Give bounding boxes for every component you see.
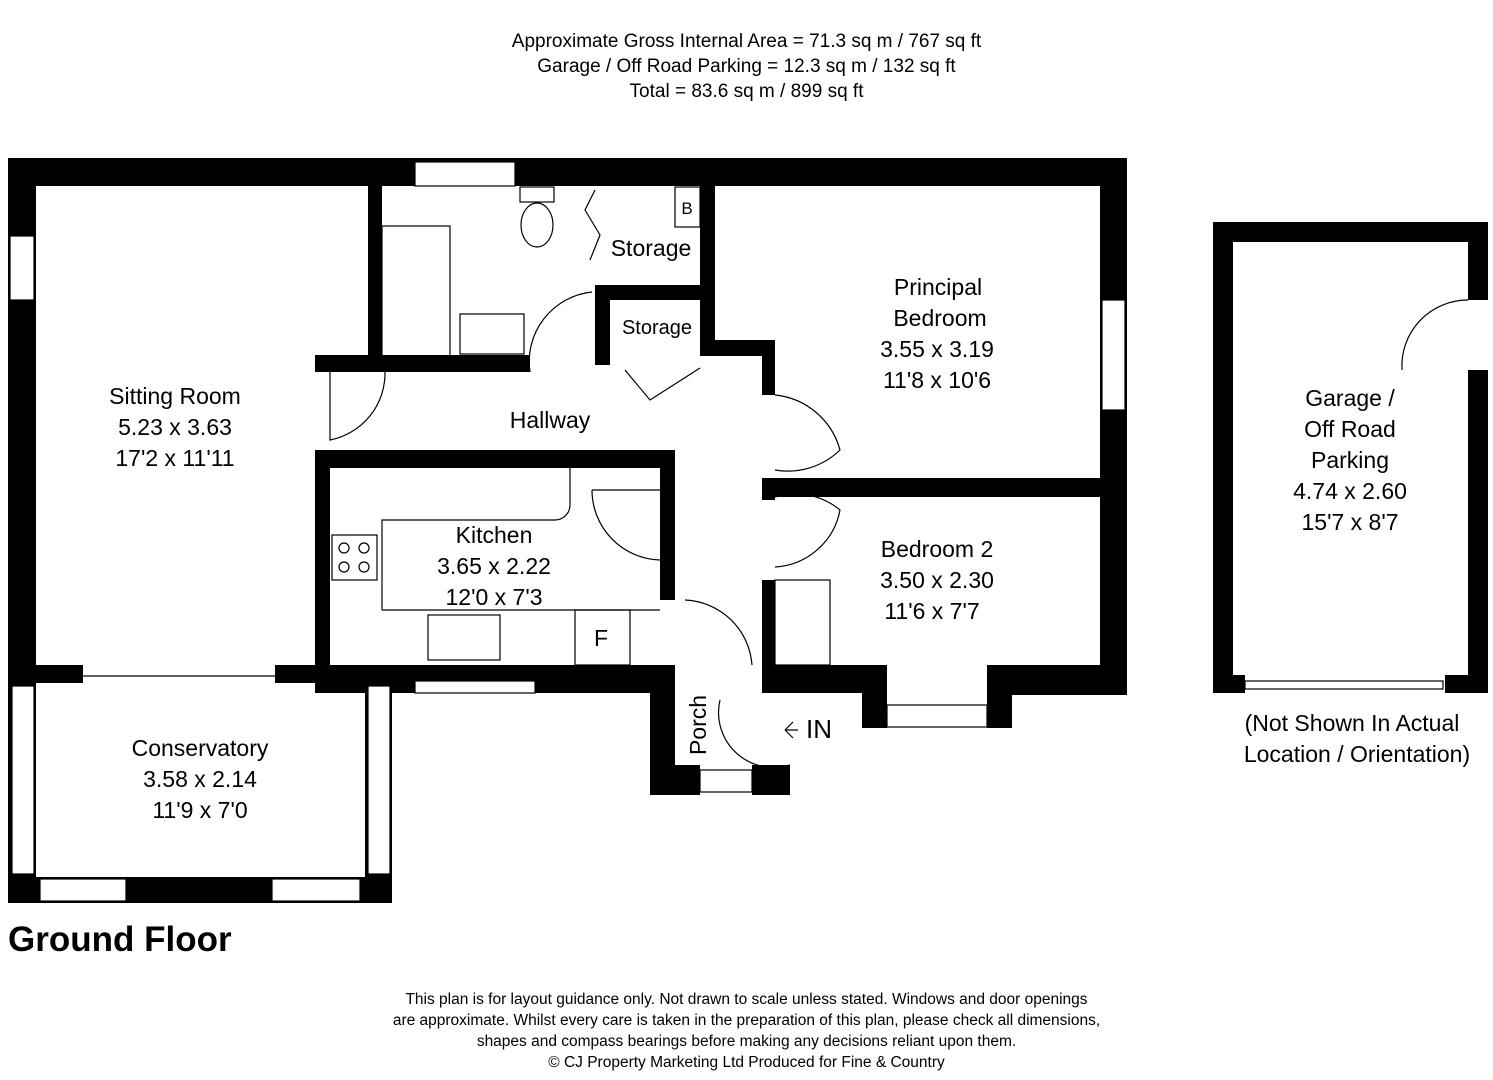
principal-bedroom-imperial: 11'8 x 10'6	[883, 367, 991, 393]
disclaimer-line: are approximate. Whilst every care is ta…	[392, 1012, 1101, 1029]
basin-icon	[459, 313, 525, 355]
entry-arrow-icon	[784, 721, 798, 739]
garage-note-2: Location / Orientation)	[1244, 741, 1470, 767]
garage-label-2: Off Road	[1304, 416, 1396, 442]
sitting-room-label: Sitting Room	[109, 383, 241, 409]
hallway-label: Hallway	[510, 407, 591, 433]
gross-area: Approximate Gross Internal Area = 71.3 s…	[511, 31, 982, 52]
garage-label-3: Parking	[1311, 447, 1389, 473]
conservatory-metric: 3.58 x 2.14	[143, 766, 257, 792]
toilet-icon	[520, 202, 554, 248]
total-area: Total = 83.6 sq m / 899 sq ft	[629, 81, 864, 102]
kitchen-label: Kitchen	[456, 522, 533, 548]
bedroom-2-metric: 3.50 x 2.30	[880, 567, 994, 593]
garage-note: (Not Shown In Actual	[1245, 710, 1460, 736]
porch-label: Porch	[685, 695, 711, 755]
entrance-label: IN	[806, 714, 832, 744]
sitting-room-imperial: 17'2 x 11'11	[115, 445, 234, 471]
fridge-label: F	[594, 625, 608, 651]
garage-metric: 4.74 x 2.60	[1293, 478, 1407, 504]
principal-bedroom-metric: 3.55 x 3.19	[880, 336, 994, 362]
disclaimer-line: shapes and compass bearings before makin…	[476, 1033, 1017, 1050]
kitchen-metric: 3.65 x 2.22	[437, 553, 551, 579]
sink-icon	[427, 614, 501, 661]
floor-label: Ground Floor	[8, 920, 232, 959]
doors	[329, 189, 1469, 769]
fixtures	[331, 186, 831, 666]
windows	[9, 161, 1444, 902]
garage-imperial: 15'7 x 8'7	[1301, 509, 1398, 535]
sitting-room-metric: 5.23 x 3.63	[118, 414, 232, 440]
storage-label: Storage	[611, 235, 692, 261]
conservatory-imperial: 11'9 x 7'0	[152, 797, 247, 823]
kitchen-imperial: 12'0 x 7'3	[445, 584, 542, 610]
disclaimer: This plan is for layout guidance only. N…	[0, 989, 1493, 1073]
bedroom-2-imperial: 11'6 x 7'7	[884, 598, 979, 624]
storage-label-2: Storage	[622, 317, 692, 339]
shower-tray	[381, 225, 451, 357]
garage-area: Garage / Off Road Parking = 12.3 sq m / …	[537, 56, 956, 77]
principal-bedroom-label-2: Bedroom	[893, 305, 986, 331]
hob-icon	[331, 534, 378, 581]
bedroom-2-label: Bedroom 2	[881, 536, 994, 562]
area-summary: Approximate Gross Internal Area = 71.3 s…	[0, 29, 1493, 104]
garage-label: Garage /	[1305, 385, 1395, 411]
room-labels: Sitting Room 5.23 x 3.63 17'2 x 11'11 Co…	[109, 199, 1470, 823]
conservatory-label: Conservatory	[132, 735, 269, 761]
boiler-label: B	[681, 199, 692, 218]
disclaimer-line: This plan is for layout guidance only. N…	[405, 991, 1088, 1008]
principal-bedroom-label: Principal	[894, 274, 982, 300]
copyright: © CJ Property Marketing Ltd Produced for…	[548, 1054, 945, 1071]
